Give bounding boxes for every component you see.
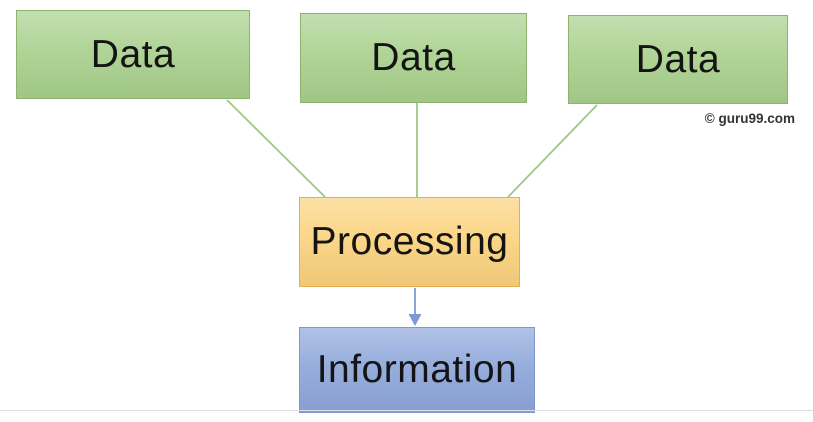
node-data-1: Data [16,10,250,99]
node-processing-label: Processing [310,220,509,263]
node-processing: Processing [299,197,520,287]
node-data-3: Data [568,15,788,104]
node-information: Information [299,327,535,413]
node-data-2-label: Data [371,36,456,79]
node-data-3-label: Data [635,37,721,81]
arrowhead-icon [408,314,422,326]
bottom-divider [0,410,813,411]
node-data-2: Data [300,13,527,103]
node-data-1-label: Data [90,32,176,76]
node-information-label: Information [316,348,518,391]
edge-data1-to-processing [226,99,326,198]
watermark-guru99: © guru99.com [704,111,795,126]
edge-data3-to-processing [507,104,598,198]
